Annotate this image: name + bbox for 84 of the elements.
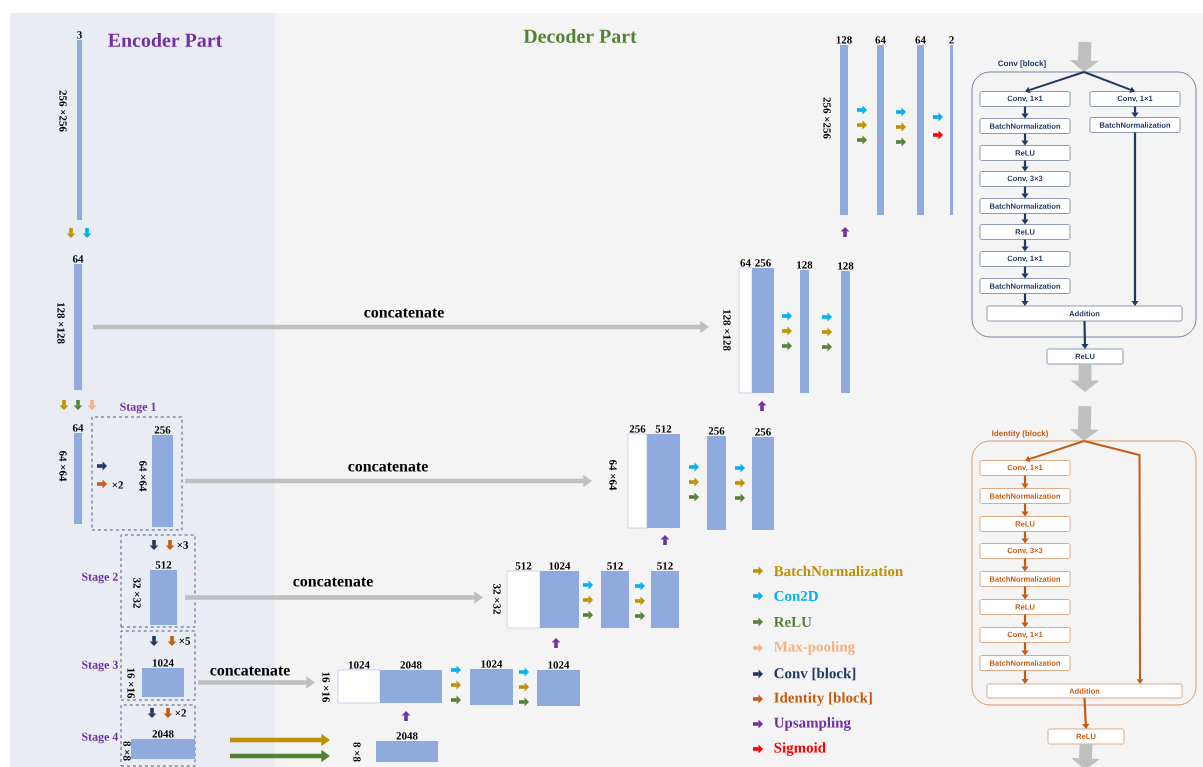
feature-map-bar: 1024 xyxy=(540,562,579,628)
arrow xyxy=(1025,440,1085,463)
feature-map-bar: 512 xyxy=(651,562,679,628)
arrow xyxy=(1083,440,1144,684)
feature-map-bar: 128 xyxy=(797,261,813,393)
skip-feature-block: 64 xyxy=(738,259,753,394)
legend-label: Con2D xyxy=(774,591,818,601)
stage-heading: Stage 4 xyxy=(82,732,119,744)
dimension-label: 32 ×32 xyxy=(133,577,141,608)
dimension-label: 256 ×256 xyxy=(823,97,831,139)
node-label: 512 xyxy=(607,562,623,570)
feature-map-bar: 64 xyxy=(915,36,926,215)
dimension-label: 16 ×16 xyxy=(322,672,330,703)
feature-map-bar: 512 xyxy=(601,562,629,628)
edge-label: concatenate xyxy=(364,308,444,318)
stage-heading: Stage 2 xyxy=(82,572,118,584)
stage-heading: Stage 3 xyxy=(82,660,118,672)
node-label: 64 xyxy=(875,36,886,44)
feature-map-bar: 512 xyxy=(150,561,177,625)
feature-map-bar: 2048 xyxy=(131,730,195,759)
dimension-label: 64 ×64 xyxy=(59,450,67,482)
dimension-label: 8 ×8 xyxy=(353,742,361,762)
repeat-count: ×3 xyxy=(177,541,189,549)
dimension-label: 8 ×8 xyxy=(123,741,131,761)
repeat-count: ×5 xyxy=(179,637,191,645)
node-label: 512 xyxy=(655,425,672,433)
arrow xyxy=(1081,321,1089,349)
feature-map-bar: 2048 xyxy=(376,732,438,762)
node-label: 1024 xyxy=(549,562,571,570)
node-label: 1024 xyxy=(548,661,570,669)
section-title: Decoder Part xyxy=(523,29,637,43)
feature-map-bar: 128 xyxy=(838,262,854,393)
edge-label: concatenate xyxy=(293,577,373,587)
edge-label: concatenate xyxy=(348,462,428,472)
legend-label: Upsampling xyxy=(774,717,851,731)
skip-feature-block: 512 xyxy=(506,562,541,629)
feature-map-bar: 64 xyxy=(72,255,84,390)
legend-label: Max-pooling xyxy=(773,641,855,655)
node-label: 1024 xyxy=(481,660,503,668)
legend-label: ReLU xyxy=(773,617,812,627)
legend-label: Identity [block] xyxy=(774,692,872,706)
feature-map-bar: 128 xyxy=(836,36,852,215)
arrow xyxy=(1082,697,1090,729)
feature-map-bar: 2048 xyxy=(380,661,442,703)
feature-map-bar: 512 xyxy=(647,425,680,528)
dimension-label: 32 ×32 xyxy=(493,583,501,614)
feature-map-bar: 256 xyxy=(152,426,173,527)
skip-feature-block: 1024 xyxy=(337,661,381,704)
legend-label: Conv [block] xyxy=(774,667,856,681)
dimension-label: 128 ×128 xyxy=(57,302,65,344)
dimension-label: 64 ×64 xyxy=(139,460,147,492)
feature-map-bar: 256 xyxy=(707,427,726,530)
dimension-label: 64 ×64 xyxy=(609,459,617,491)
node-label: 2048 xyxy=(400,661,422,669)
node-label: 256 xyxy=(708,427,725,435)
section-title: Encoder Part xyxy=(108,33,223,47)
stage-heading: Stage 1 xyxy=(120,402,156,414)
node-label: 64 xyxy=(915,36,926,44)
dimension-label: 128 ×128 xyxy=(723,309,731,351)
dimension-label: 256 ×256 xyxy=(59,90,67,132)
feature-map-bar: 2 xyxy=(949,36,954,215)
repeat-count: ×2 xyxy=(112,481,123,489)
legend-label: BatchNormalization xyxy=(773,565,903,577)
edge-label: concatenate xyxy=(210,666,290,676)
node-label: 256 xyxy=(755,259,771,267)
arrow xyxy=(1025,71,1085,94)
feature-map-bar: 256 xyxy=(752,259,774,393)
node-label: 128 xyxy=(797,261,813,269)
node-label: 256 xyxy=(755,428,771,436)
feature-map-bar: 1024 xyxy=(470,660,513,705)
feature-map-bar: 64 xyxy=(875,36,886,215)
feature-map-bar: 1024 xyxy=(537,661,580,706)
dimension-label: 16 ×16 xyxy=(127,668,135,699)
node-label: 128 xyxy=(838,262,854,270)
arrow xyxy=(1083,71,1135,93)
feature-map-bar: 64 xyxy=(72,424,84,524)
repeat-count: ×2 xyxy=(175,709,186,717)
feature-map-bar: 3 xyxy=(77,31,82,220)
feature-map-bar: 256 xyxy=(752,428,774,530)
feature-map-bar: 1024 xyxy=(142,659,184,697)
node-label: 2 xyxy=(949,36,954,44)
node-label: 512 xyxy=(657,562,673,570)
skip-feature-block: 256 xyxy=(627,425,648,529)
legend-label: Sigmoid xyxy=(774,742,826,756)
